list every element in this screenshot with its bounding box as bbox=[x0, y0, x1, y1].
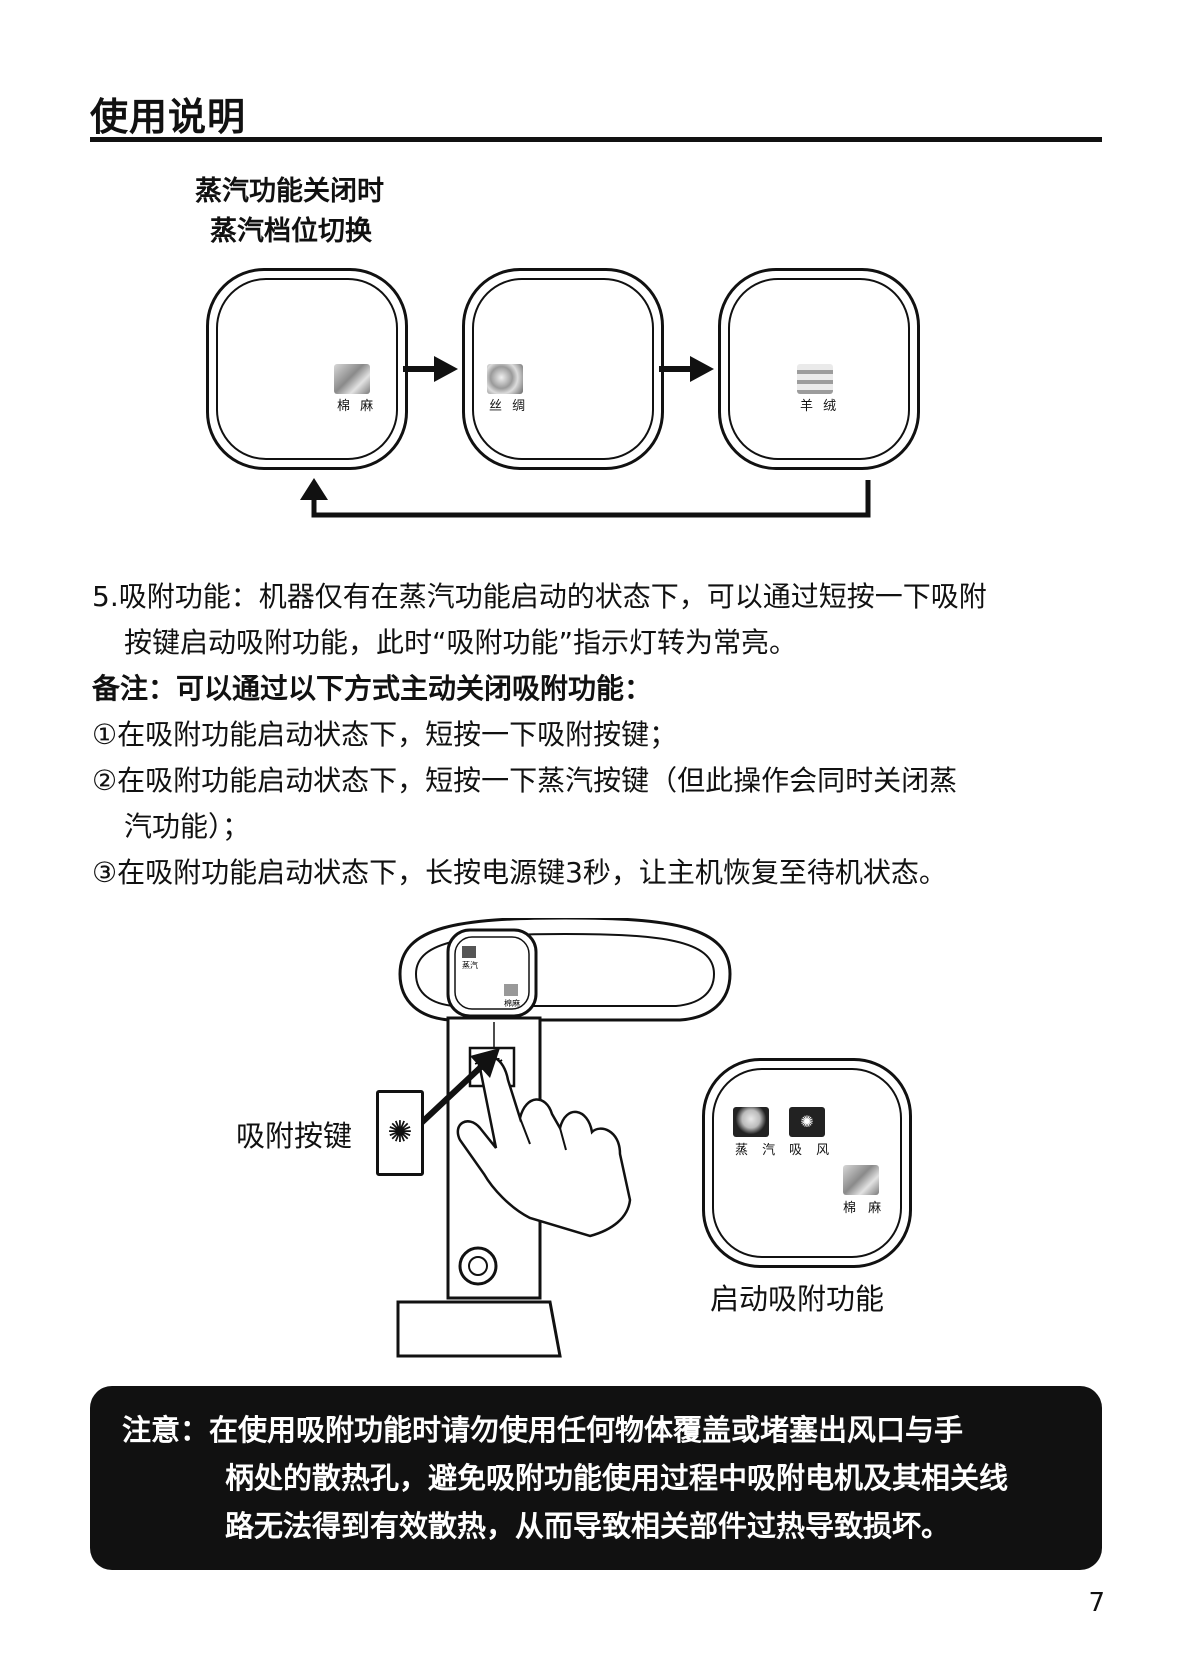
cycle-arrows bbox=[300, 356, 871, 518]
control-panel-cashmere: 羊 绒 bbox=[718, 268, 920, 470]
mini-steam-icon bbox=[462, 946, 476, 958]
steam-icon bbox=[733, 1107, 769, 1137]
title-rule bbox=[90, 137, 1102, 142]
pointer-arrow-icon bbox=[415, 1048, 500, 1129]
panel-fabric-label: 棉 麻 bbox=[843, 1201, 886, 1216]
note-item-3: ③在吸附功能启动状态下，长按电源键3秒，让主机恢复至待机状态。 bbox=[92, 856, 947, 889]
mini-steam-label: 蒸汽 bbox=[462, 960, 478, 970]
cotton-linen-icon bbox=[843, 1165, 879, 1195]
panel-suction-label: 吸 风 bbox=[789, 1143, 835, 1158]
silk-icon bbox=[487, 364, 523, 394]
suction-fan-icon: ✺ bbox=[789, 1107, 825, 1137]
page-title: 使用说明 bbox=[90, 95, 247, 139]
note-item-1: ①在吸附功能启动状态下，短按一下吸附按键； bbox=[92, 718, 678, 751]
note-heading: 备注：可以通过以下方式主动关闭吸附功能： bbox=[92, 672, 653, 705]
control-panel-cotton: 棉 麻 bbox=[206, 268, 408, 470]
panel-label-silk: 丝 绸 bbox=[489, 399, 529, 414]
return-arrow-icon bbox=[300, 478, 871, 518]
panel-steam-label: 蒸 汽 bbox=[735, 1143, 781, 1158]
cashmere-icon bbox=[797, 364, 833, 394]
warning-line3: 路无法得到有效散热，从而导致相关部件过热导致损坏。 bbox=[225, 1509, 951, 1543]
arrow-right-icon bbox=[403, 356, 458, 382]
mini-fabric-label: 棉麻 bbox=[504, 998, 520, 1008]
suction-button-caption: 吸附按键 bbox=[236, 1119, 353, 1153]
fan-icon: ✺ bbox=[387, 1115, 413, 1150]
suction-button: ✺ bbox=[376, 1090, 424, 1176]
warning-line2: 柄处的散热孔，避免吸附功能使用过程中吸附电机及其相关线 bbox=[225, 1461, 1009, 1495]
warning-box: 注意：在使用吸附功能时请勿使用任何物体覆盖或堵塞出风口与手 柄处的散热孔，避免吸… bbox=[90, 1386, 1102, 1570]
control-panel-suction-on: 蒸 汽 ✺ 吸 风 棉 麻 bbox=[702, 1058, 912, 1268]
page-number: 7 bbox=[1088, 1588, 1105, 1618]
panel-label-cashmere: 羊 绒 bbox=[800, 399, 840, 414]
mini-fabric-icon bbox=[504, 984, 518, 996]
steam-switch-heading-line2: 蒸汽档位切换 bbox=[210, 216, 372, 247]
item5-line2: 按键启动吸附功能，此时“吸附功能”指示灯转为常亮。 bbox=[124, 626, 798, 659]
panel-label-cotton: 棉 麻 bbox=[337, 399, 377, 414]
note-item-2-line2: 汽功能）； bbox=[124, 810, 251, 843]
item5-line1: 5.吸附功能：机器仅有在蒸汽功能启动的状态下，可以通过短按一下吸附 bbox=[92, 580, 987, 613]
cotton-linen-icon bbox=[334, 364, 370, 394]
note-item-2-line1: ②在吸附功能启动状态下，短按一下蒸汽按键（但此操作会同时关闭蒸 bbox=[92, 764, 958, 797]
steam-switch-heading-line1: 蒸汽功能关闭时 bbox=[195, 176, 384, 207]
warning-line1: 注意：在使用吸附功能时请勿使用任何物体覆盖或堵塞出风口与手 bbox=[122, 1413, 964, 1447]
suction-enabled-caption: 启动吸附功能 bbox=[710, 1282, 885, 1316]
arrow-right-icon bbox=[659, 356, 714, 382]
